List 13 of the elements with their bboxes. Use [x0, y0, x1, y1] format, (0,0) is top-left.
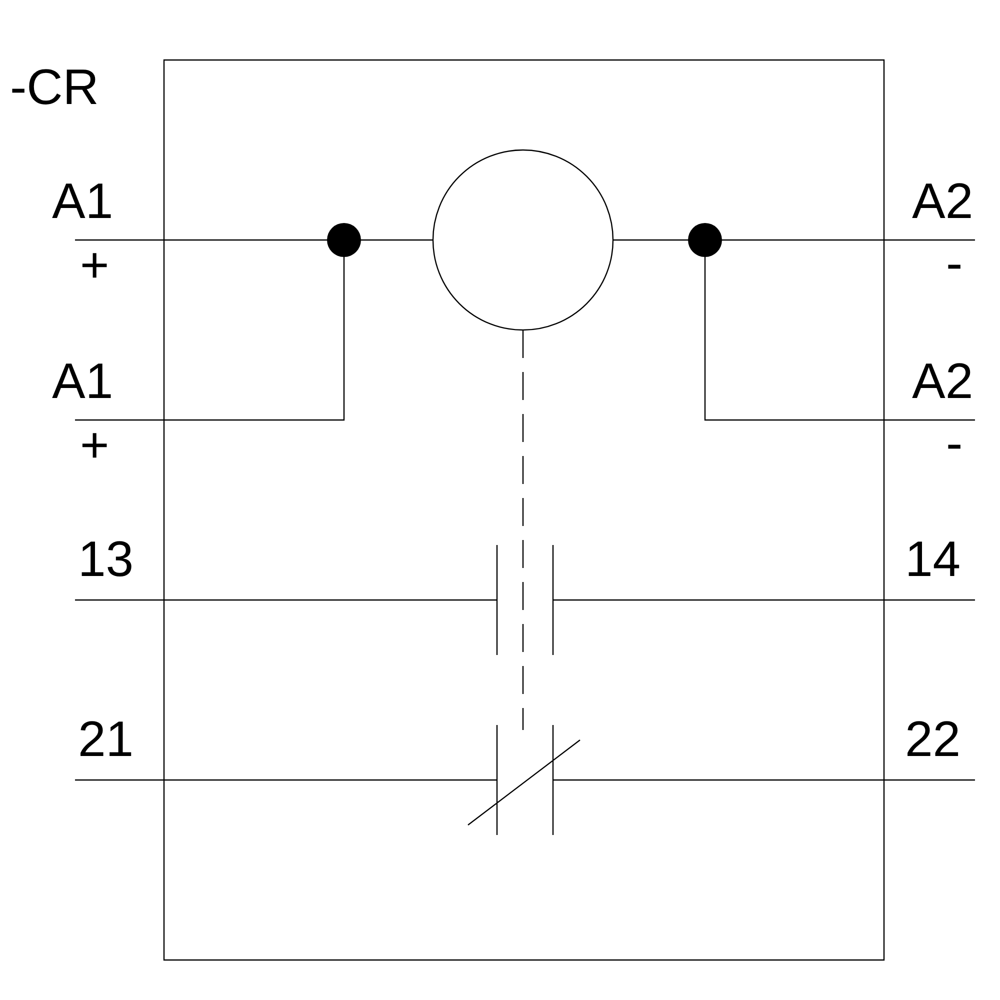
polarity-sign: + — [80, 420, 110, 470]
device-tag: -CR — [10, 62, 99, 112]
terminal-label: 21 — [78, 714, 134, 764]
polarity-sign: + — [80, 240, 110, 290]
terminal-label: A2 — [912, 176, 974, 226]
terminal-label: 22 — [905, 714, 961, 764]
terminal-label: A2 — [912, 356, 974, 406]
polarity-sign: - — [946, 418, 963, 468]
terminal-label: 13 — [78, 534, 134, 584]
polarity-sign: - — [946, 238, 963, 288]
terminal-label: A1 — [52, 356, 114, 406]
terminal-label: 14 — [905, 534, 961, 584]
terminal-label: A1 — [52, 176, 114, 226]
